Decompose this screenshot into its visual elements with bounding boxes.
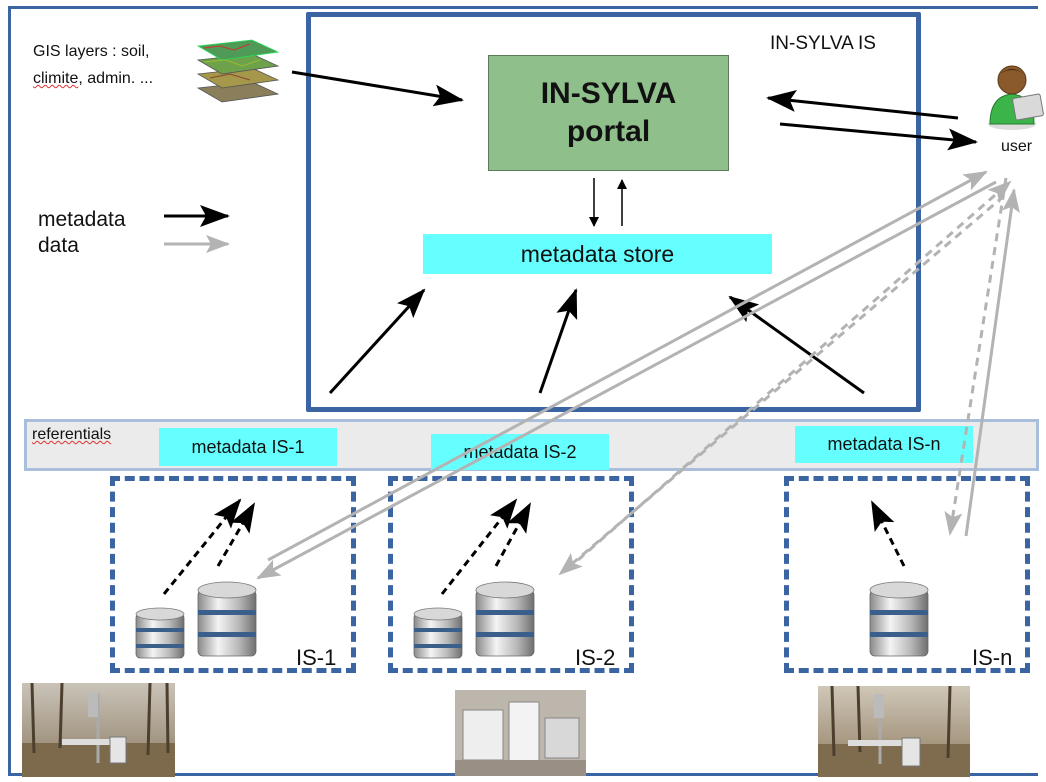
portal-title-line2: portal — [566, 115, 651, 148]
user-to-isn-data-arrow — [944, 177, 1008, 536]
user-to-portal-arrow — [766, 89, 959, 120]
insylva-portal: IN-SYLVA portal — [488, 55, 729, 171]
user-icon — [988, 65, 1044, 130]
is2-metadata-arrow-b — [494, 502, 532, 567]
is1-metadata-arrow-b — [216, 502, 256, 567]
referentials-text: referentials — [32, 426, 112, 443]
is2-label: IS-2 — [575, 645, 616, 670]
metadata-is2: metadata IS-2 — [431, 434, 609, 470]
referentials-label: referentials — [32, 426, 111, 444]
isn-to-user-data-arrow — [964, 188, 1020, 537]
is2-metadata-arrow-a — [440, 498, 518, 595]
user-to-is2-data-arrow — [558, 194, 1005, 576]
isn-box — [784, 476, 1030, 673]
metadata-is1: metadata IS-1 — [159, 428, 337, 466]
isn-to-store-arrow — [728, 295, 865, 395]
insylva-system-box — [306, 12, 921, 412]
portal-to-user-arrow — [779, 122, 978, 151]
is2-to-user-data-arrow — [577, 180, 1012, 562]
metadata-isn: metadata IS-n — [795, 426, 973, 463]
gis-line-2: climite, admin. ... — [33, 65, 153, 92]
isn-metadata-arrow — [870, 500, 906, 567]
field-station-photo — [22, 683, 175, 777]
metadata-store-label: metadata store — [520, 240, 675, 267]
gis-line-2-rest: , admin. ... — [78, 70, 154, 87]
gis-layers-label: GIS layers : soil, climite, admin. ... — [33, 38, 153, 92]
is2-box — [388, 476, 634, 673]
is1-to-store-arrow — [328, 288, 426, 395]
is1-metadata-arrow-a — [162, 498, 242, 595]
legend-data-label: data — [38, 234, 79, 257]
gis-layers-icon — [196, 39, 280, 103]
lab-photo — [455, 690, 586, 776]
isn-label: IS-n — [972, 645, 1013, 670]
metadata-is1-label: metadata IS-1 — [191, 436, 305, 457]
is1-label: IS-1 — [296, 645, 337, 670]
metadata-is2-label: metadata IS-2 — [463, 441, 577, 462]
metadata-isn-label: metadata IS-n — [827, 434, 941, 454]
is1-box — [110, 476, 356, 673]
is1-to-user-data-arrow — [267, 170, 988, 562]
legend-metadata-label: metadata — [38, 208, 126, 231]
is2-to-store-arrow — [538, 288, 578, 394]
user-to-is1-data-arrow — [256, 180, 997, 580]
user-label: user — [1001, 138, 1033, 155]
gis-to-portal-arrow — [291, 70, 464, 107]
gis-misspelled-word: climite — [33, 70, 79, 87]
gis-line-1: GIS layers : soil, — [33, 43, 150, 60]
system-title: IN-SYLVA IS — [770, 33, 876, 54]
field-station-photo — [818, 686, 970, 777]
portal-title-line1: IN-SYLVA — [540, 77, 677, 110]
metadata-store: metadata store — [423, 234, 772, 274]
